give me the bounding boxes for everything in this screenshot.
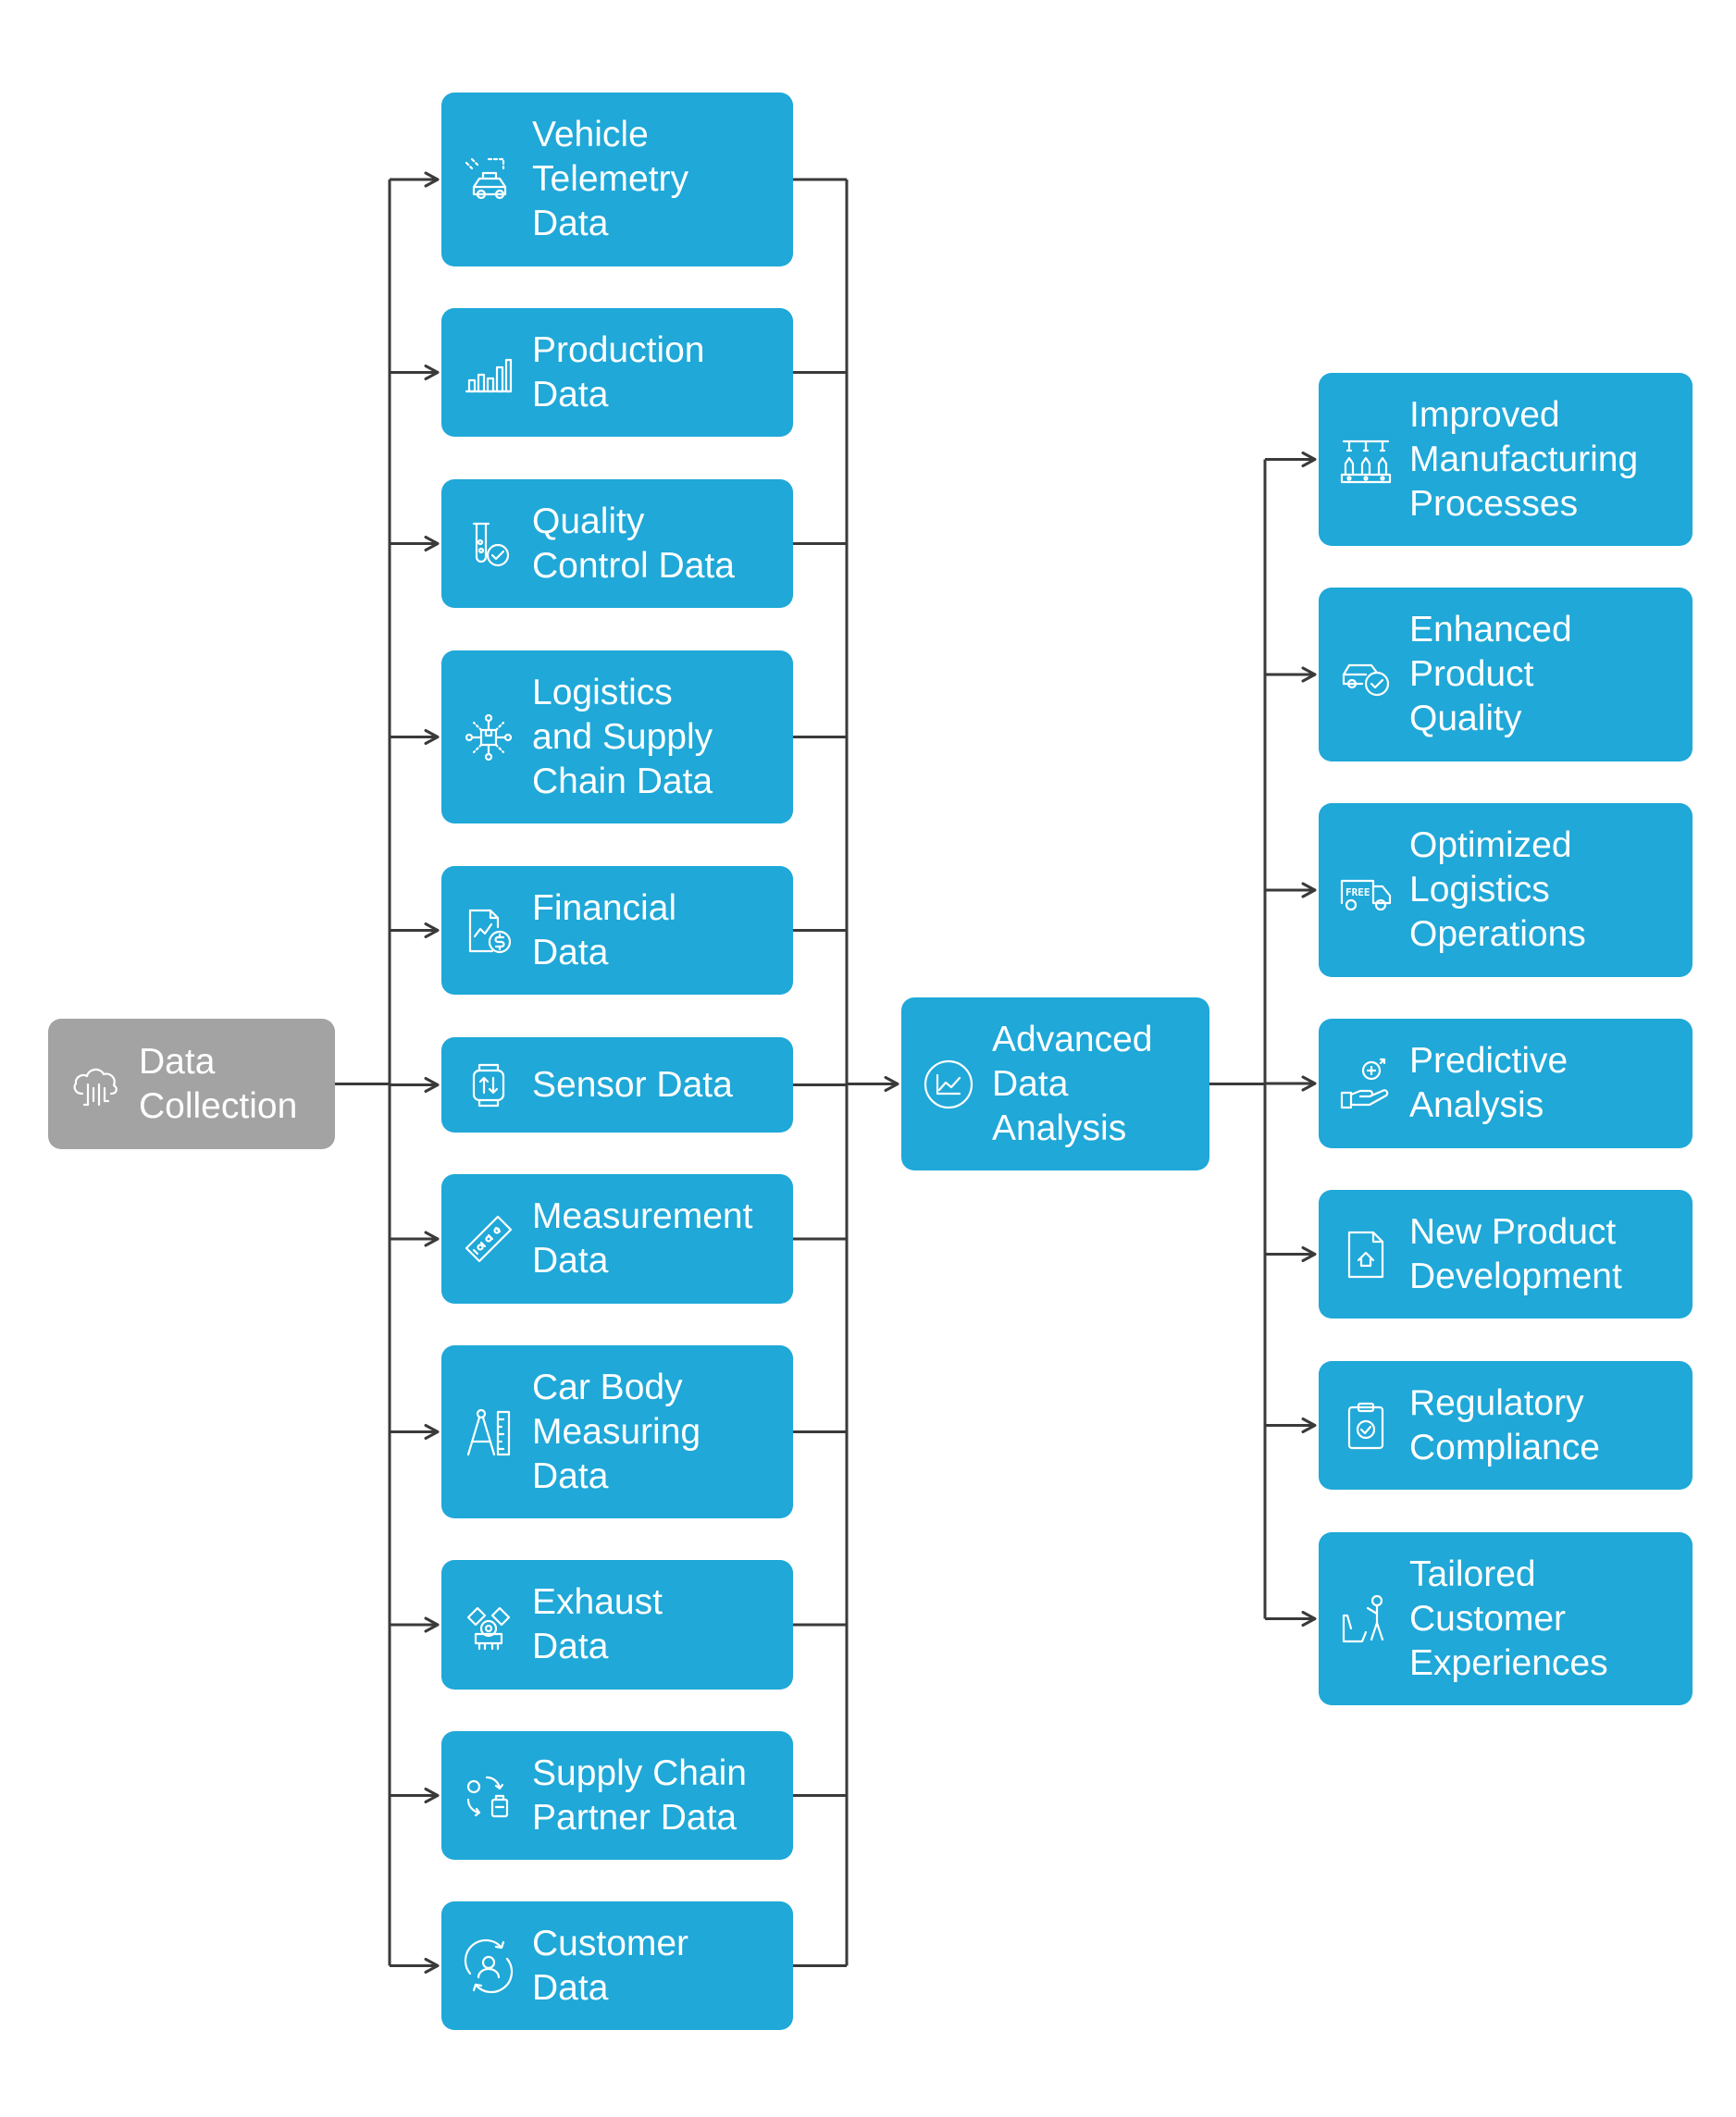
node-customer-data: Customer Data [441,1901,793,2030]
car-check-icon [1337,646,1395,703]
node-enhanced-product-quality: Enhanced Product Quality [1319,588,1693,761]
node-label: Production Data [532,329,705,415]
node-label: New Product Development [1409,1211,1622,1296]
node-car-body-measuring-data: Car Body Measuring Data [441,1345,793,1518]
node-label: Predictive Analysis [1409,1041,1569,1125]
node-label: Quality Control Data [532,501,735,586]
node-data-collection: Data Collection [48,1019,335,1149]
node-label: Logistics and Supply Chain Data [532,672,713,801]
engine-pistons-icon [460,1596,517,1653]
sensor-watch-icon [460,1057,517,1114]
node-label: Exhaust Data [532,1582,663,1666]
node-financial-data: Financial Data [441,866,793,995]
node-label: Improved Manufacturing Processes [1409,394,1639,524]
node-vehicle-telemetry-data: Vehicle Telemetry Data [441,93,793,266]
customer-cycle-icon [460,1937,517,1995]
line-chart-circle-icon [920,1056,977,1113]
node-improved-manufacturing-processes: Improved Manufacturing Processes [1319,373,1693,546]
node-predictive-analysis: Predictive Analysis [1319,1019,1693,1148]
node-label: Regulatory Compliance [1409,1382,1600,1467]
network-box-icon [460,709,517,766]
compass-ruler-icon [460,1404,517,1461]
node-label: Vehicle Telemetry Data [532,115,689,243]
svg-text:FREE: FREE [1345,886,1370,898]
node-exhaust-data: Exhaust Data [441,1560,793,1690]
clipboard-check-icon [1337,1397,1395,1455]
node-quality-control-data: Quality Control Data [441,479,793,608]
document-home-icon [1337,1226,1395,1283]
node-supply-chain-partner-data: Supply Chain Partner Data [441,1731,793,1860]
node-production-data: Production Data [441,308,793,437]
cloud-data-icon [67,1056,124,1113]
test-tube-check-icon [460,515,517,573]
node-label: Data Collection [139,1041,298,1126]
node-advanced-data-analysis: Advanced Data Analysis [901,997,1209,1170]
node-label: Measurement Data [532,1196,753,1281]
node-label: Car Body Measuring Data [532,1367,701,1496]
node-label: Sensor Data [532,1064,733,1105]
node-label: Advanced Data Analysis [992,1019,1153,1148]
bar-chart-icon [460,344,517,402]
financial-report-icon [460,902,517,959]
node-label: Tailored Customer Experiences [1409,1554,1608,1683]
node-sensor-data: Sensor Data [441,1037,793,1133]
person-presenting-icon [1337,1591,1395,1648]
node-label: Optimized Logistics Operations [1409,825,1586,954]
hand-gear-icon [1337,1055,1395,1112]
node-optimized-logistics-operations: FREE Optimized Logistics Operations [1319,803,1693,977]
node-label: Customer Data [532,1923,689,2008]
production-line-icon [1337,431,1395,489]
node-regulatory-compliance: Regulatory Compliance [1319,1361,1693,1490]
connected-car-icon [460,151,517,208]
node-tailored-customer-experiences: Tailored Customer Experiences [1319,1532,1693,1705]
node-new-product-development: New Product Development [1319,1190,1693,1318]
exchange-goods-icon [460,1767,517,1825]
free-delivery-truck-icon: FREE [1337,861,1395,919]
node-measurement-data: Measurement Data [441,1174,793,1304]
node-label: Enhanced Product Quality [1409,610,1572,738]
node-logistics-supply-chain-data: Logistics and Supply Chain Data [441,650,793,823]
node-label: Financial Data [532,887,677,972]
ruler-icon [460,1210,517,1268]
node-label: Supply Chain Partner Data [532,1752,747,1838]
